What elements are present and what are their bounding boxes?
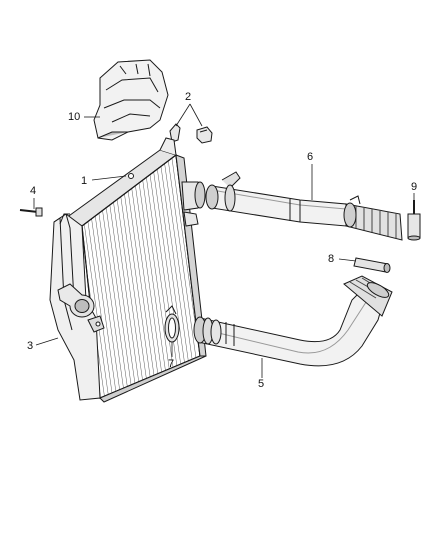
bolt-part-4 (19, 207, 43, 217)
callout-4: 4 (30, 185, 37, 197)
callout-5: 5 (258, 378, 265, 390)
clips-part-2 (169, 123, 213, 144)
callout-9: 9 (411, 181, 418, 193)
charge-air-tube-part-5 (193, 275, 393, 367)
air-deflector-part-10 (93, 59, 169, 141)
callout-6: 6 (307, 151, 314, 163)
callout-1: 1 (81, 175, 88, 187)
callout-8: 8 (328, 253, 335, 265)
callout-2: 2 (185, 91, 192, 103)
end-tank-part-3 (49, 213, 105, 401)
cap-part-9 (407, 200, 421, 241)
callout-3: 3 (27, 340, 34, 352)
callout-10: 10 (68, 111, 81, 123)
leader-lines (33, 103, 415, 378)
sleeve-part-8 (353, 257, 391, 273)
core-inlet-neck (181, 181, 206, 227)
callout-7: 7 (168, 358, 175, 370)
charge-air-tube-part-6 (205, 171, 403, 241)
